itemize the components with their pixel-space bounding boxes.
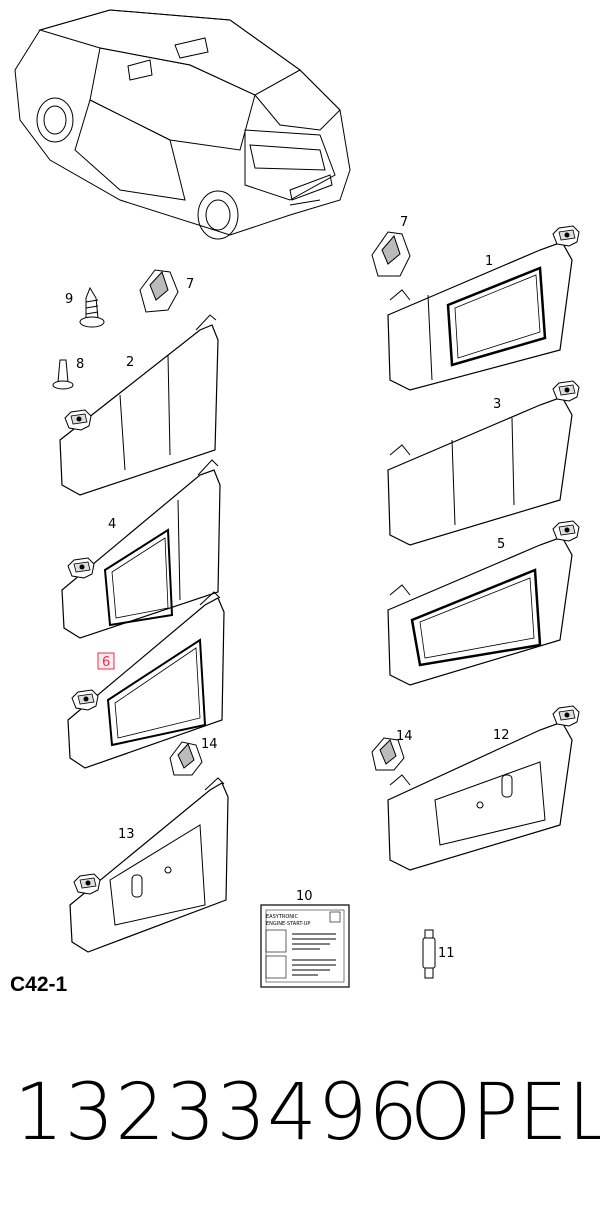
sticker-line-1: EASYTRONIC <box>266 914 298 920</box>
callout-11: 11 <box>438 946 455 961</box>
callout-7-right: 7 <box>400 215 408 230</box>
callout-3: 3 <box>493 397 501 412</box>
visor-3 <box>387 380 580 546</box>
callout-14-left: 14 <box>201 737 218 752</box>
callout-8: 8 <box>76 357 84 372</box>
diagram-code: C42-1 <box>10 973 68 996</box>
parts-diagram: EASYTRONIC ENGINE-START-UP 1 2 3 4 5 6 7… <box>14 9 580 988</box>
visor-5 <box>387 520 580 686</box>
visor-13 <box>69 777 229 953</box>
part-8-screw <box>52 359 74 390</box>
part-10-sticker: EASYTRONIC ENGINE-START-UP <box>260 904 350 988</box>
callout-2: 2 <box>126 355 134 370</box>
part-14-left <box>169 741 203 776</box>
visor-4 <box>61 459 221 639</box>
callout-7-left: 7 <box>186 277 194 292</box>
callout-12: 12 <box>493 728 510 743</box>
callout-4: 4 <box>108 517 116 532</box>
visor-2 <box>59 314 219 496</box>
brand-name: OPEL <box>410 1068 600 1158</box>
sticker-line-2: ENGINE-START-UP <box>266 921 310 927</box>
visor-1 <box>387 225 580 391</box>
part-number: 13233496 <box>14 1068 420 1158</box>
part-7-left <box>139 269 179 313</box>
part-11-bulb <box>422 929 436 979</box>
callout-14-right: 14 <box>396 729 413 744</box>
car-illustration <box>14 9 351 240</box>
callout-9: 9 <box>65 292 73 307</box>
part-9-screw <box>79 286 105 328</box>
callout-5: 5 <box>497 537 505 552</box>
visor-12 <box>387 705 580 871</box>
callout-6-highlight <box>97 652 115 670</box>
visor-6 <box>67 591 225 769</box>
part-7-right <box>371 231 411 277</box>
callout-1: 1 <box>485 254 493 269</box>
part-14-right <box>371 737 405 771</box>
callout-13: 13 <box>118 827 135 842</box>
callout-10: 10 <box>296 889 313 904</box>
callout-6: 6 <box>102 655 110 670</box>
